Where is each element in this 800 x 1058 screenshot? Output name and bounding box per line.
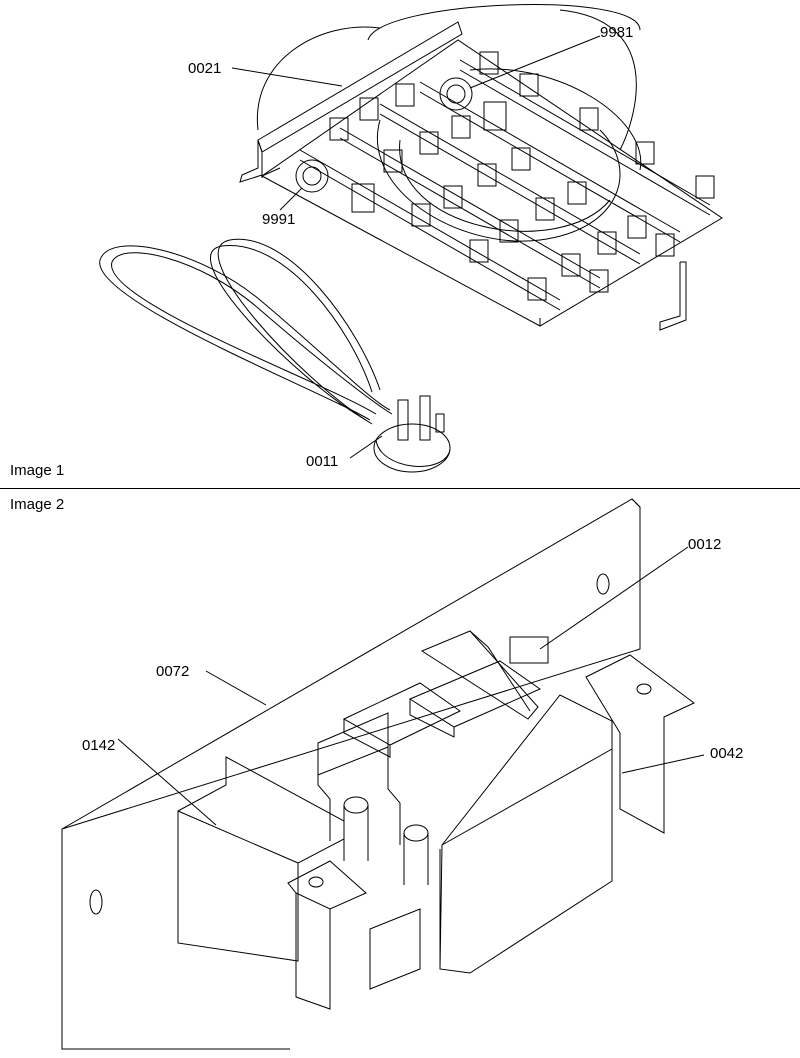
callout-leaders (117, 546, 705, 826)
wiring-loops (256, 4, 642, 242)
panel-caption: Image 1 (10, 462, 65, 479)
power-plug (373, 395, 451, 473)
callout-label: 0021 (188, 60, 221, 77)
mounting-plate (239, 21, 463, 183)
insulator-clips (329, 51, 715, 301)
diagram-panel-1: 0021 9981 9991 0011 Image 1 (0, 0, 800, 488)
limit-switch-9991 (295, 159, 375, 213)
callout-label: 9991 (262, 211, 295, 228)
mounting-bracket (659, 261, 687, 331)
right-bracket (585, 654, 695, 834)
callout-label: 0142 (82, 737, 115, 754)
callout-label: 0042 (710, 745, 743, 762)
breaker-panel (61, 498, 641, 1050)
limit-switch-9981 (439, 77, 507, 131)
callout-label: 0012 (688, 536, 721, 553)
callout-label: 0011 (306, 453, 338, 470)
callout-leaders (231, 35, 601, 459)
diagram-panel-2: 0012 0072 0142 0042 Image 2 (0, 489, 800, 1058)
panel-divider (0, 488, 800, 489)
power-cord (99, 238, 393, 425)
circuit-breaker (177, 630, 613, 974)
heater-assembly-drawing: 0021 9981 9991 0011 (99, 4, 723, 473)
callout-label: 9981 (600, 24, 633, 41)
circuit-breaker-assembly-drawing: 0012 0072 0142 0042 (61, 498, 743, 1050)
bottom-rail (369, 908, 421, 990)
panel-caption: Image 2 (10, 496, 65, 513)
left-bracket (287, 860, 367, 1010)
heater-tray (261, 39, 723, 327)
callout-label: 0072 (156, 663, 189, 680)
